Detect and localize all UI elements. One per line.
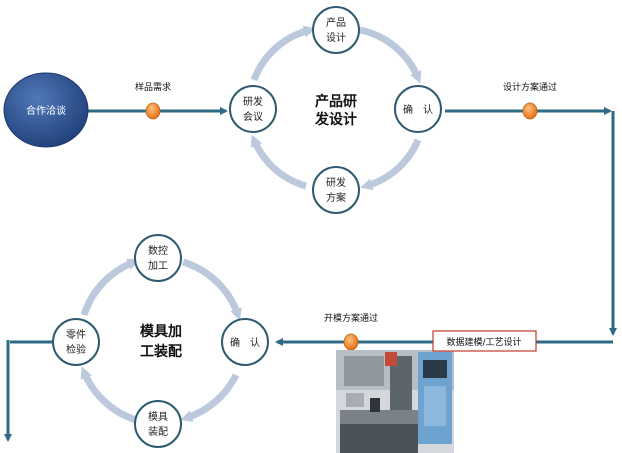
design-cycle: 产品研 发设计 产品 设计 研发 会议 确 认 研发 方案 [229,6,442,214]
node-design-confirm-label: 确 认 [403,103,433,116]
node-part-inspection-line2: 检验 [66,343,86,356]
label-design-approved: 设计方案通过 [503,81,557,93]
label-mold-plan-approved: 开模方案通过 [324,312,378,324]
node-mold-assembly: 模具 装配 [134,400,182,448]
node-part-inspection-line1: 零件 [66,329,86,341]
mold-cycle: 模具加 工装配 数控 加工 零件 检验 确 认 模具 装配 [52,234,269,448]
mold-cycle-title-line2: 工装配 [140,343,182,360]
node-rd-meeting: 研发 会议 [229,85,277,133]
mold-cycle-title-line1: 模具加 [140,323,182,340]
start-node-label: 合作洽谈 [26,104,66,117]
node-mold-assembly-line2: 装配 [148,425,168,438]
node-design-confirm: 确 认 [394,85,442,133]
node-rd-plan: 研发 方案 [312,166,360,214]
design-cycle-ring [250,25,422,191]
design-cycle-title-line1: 产品研 [315,93,357,110]
modeling-box: 数据建模/工艺设计 [432,330,537,352]
node-cnc-machining-line2: 加工 [148,260,168,272]
node-cnc-machining-line1: 数控 [148,244,168,257]
mold-cycle-ring [80,258,242,424]
design-cycle-title-line2: 发设计 [314,111,357,128]
node-rd-meeting-line1: 研发 [243,95,263,108]
node-mold-confirm-label: 确 认 [230,336,260,349]
node-part-inspection: 零件 检验 [52,318,100,366]
node-rd-plan-line2: 方案 [326,191,346,204]
cnc-machine-photo [336,350,454,453]
modeling-box-label: 数据建模/工艺设计 [446,336,521,348]
start-node: 合作洽谈 [3,72,89,148]
node-mold-assembly-line1: 模具 [148,411,168,423]
milestone-design-approved: 设计方案通过 [503,81,557,120]
milestone-sample-demand: 样品需求 [135,81,171,120]
label-sample-demand: 样品需求 [135,81,171,93]
node-mold-confirm: 确 认 [221,318,269,366]
node-cnc-machining: 数控 加工 [134,234,182,282]
node-product-design-line1: 产品 [326,16,346,29]
node-rd-meeting-line2: 会议 [243,110,263,123]
node-product-design-line2: 设计 [326,31,346,44]
node-rd-plan-line1: 研发 [326,176,346,189]
milestone-mold-plan-approved: 开模方案通过 [324,312,378,351]
node-product-design: 产品 设计 [312,6,360,54]
